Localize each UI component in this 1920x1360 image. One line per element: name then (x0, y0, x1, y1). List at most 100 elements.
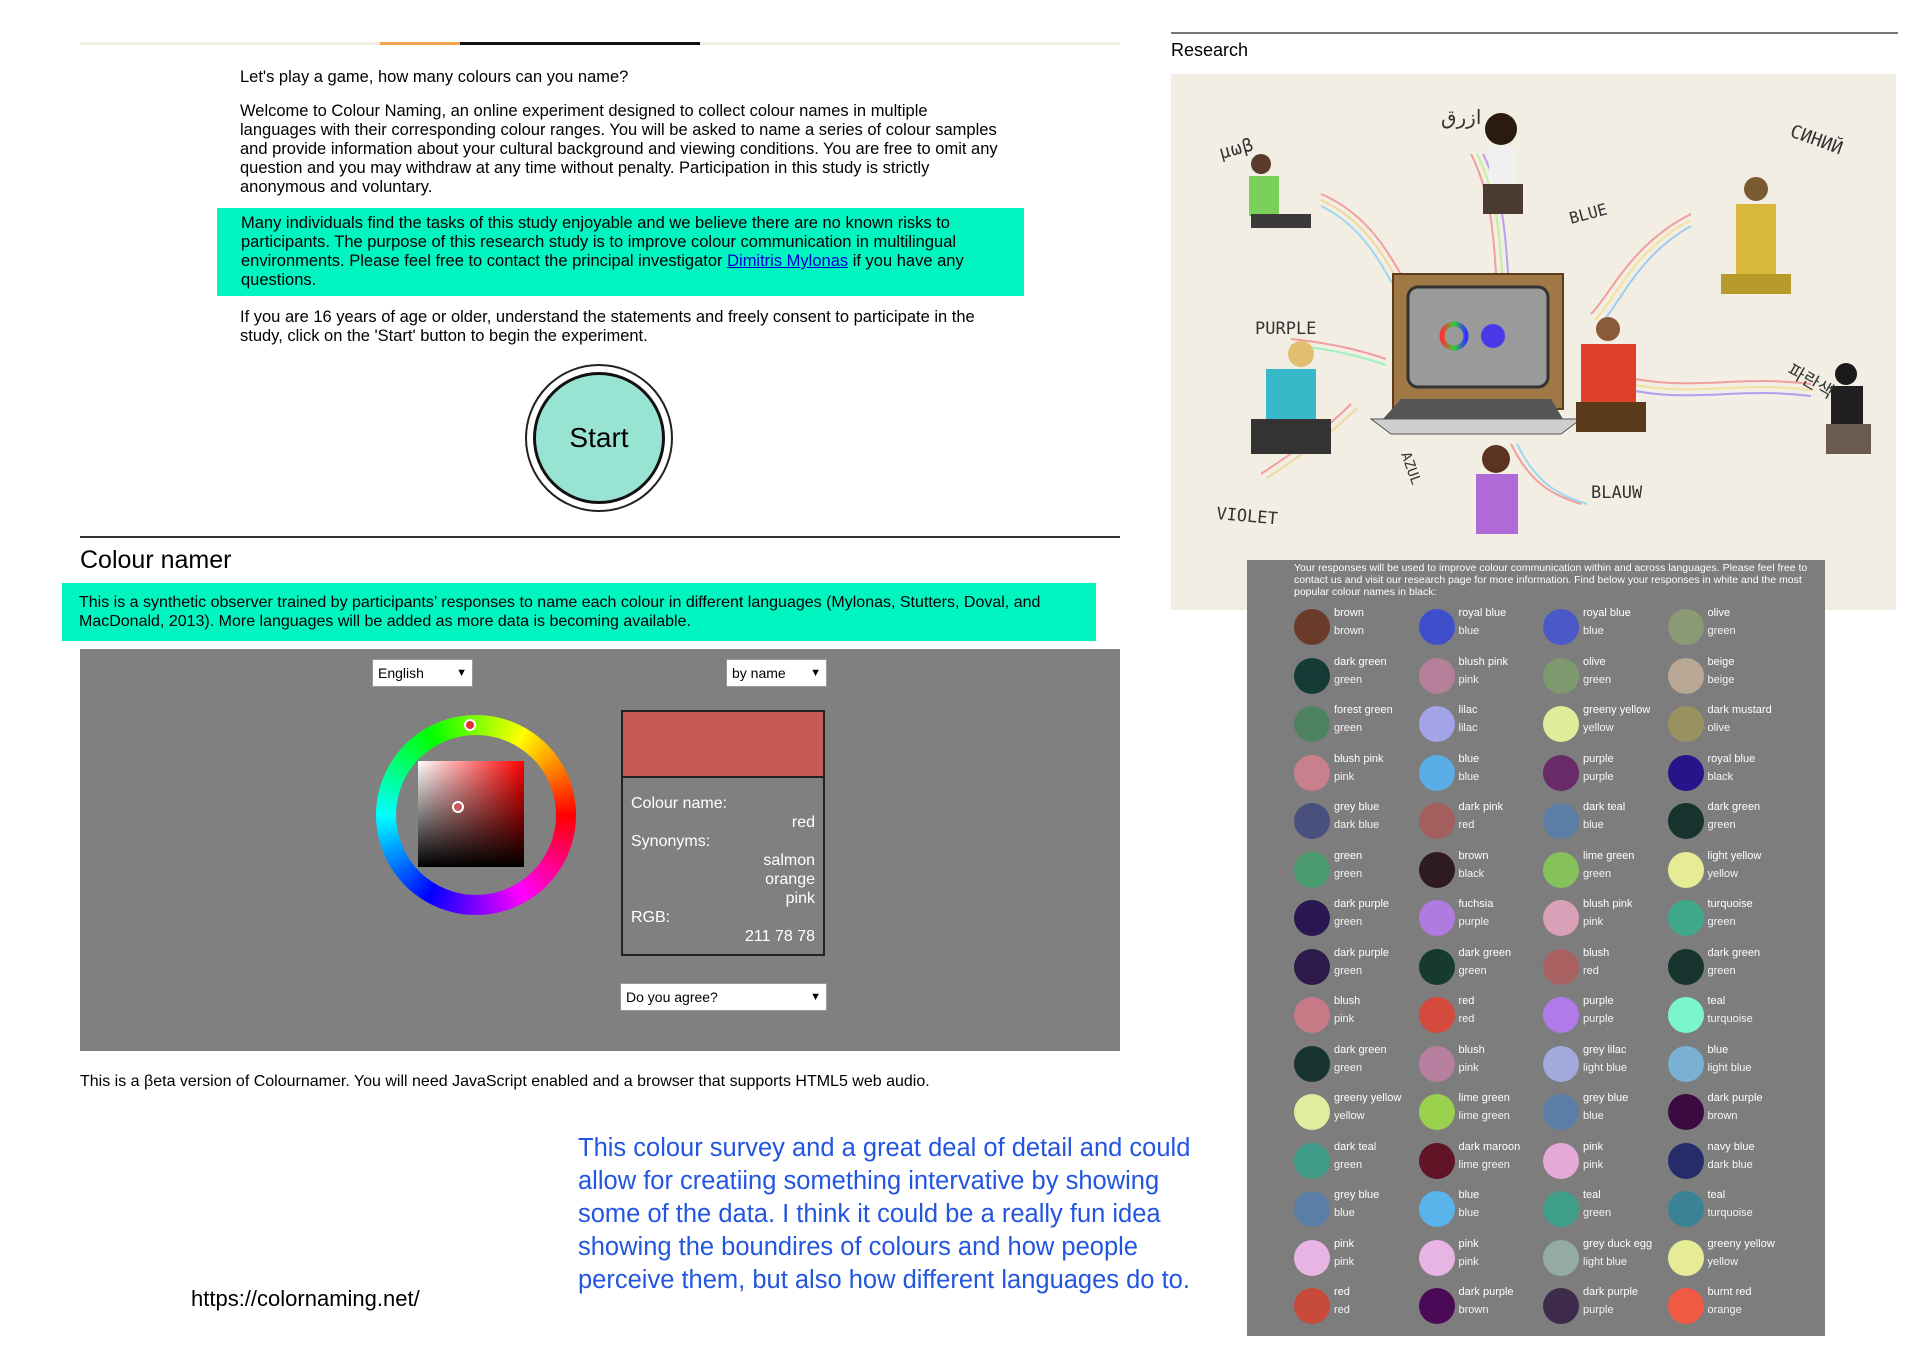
colour-dot (1294, 1094, 1330, 1130)
colour-dot (1294, 609, 1330, 645)
colour-dot (1418, 1239, 1455, 1276)
colour-dot (1667, 997, 1704, 1033)
illustration-graphic: μωβ ازرق СИНИЙ BLUE PURPLE 파란색 AZUL BLAU… (1216, 105, 1871, 534)
colour-dot (1667, 1045, 1704, 1082)
popular-name: dark blue (1334, 819, 1380, 831)
response-name: greeny yellow (1334, 1092, 1402, 1104)
hue-handle[interactable] (464, 719, 476, 731)
colour-dot (1294, 1142, 1330, 1179)
colour-dot (1418, 1191, 1455, 1227)
response-name: dark pink (1458, 801, 1504, 813)
response-name: dark purple (1707, 1092, 1763, 1104)
investigator-link[interactable]: Dimitris Mylonas (727, 252, 849, 270)
colour-dot (1418, 948, 1455, 985)
popular-name: olive (1707, 722, 1731, 734)
response-name: dark teal (1583, 801, 1626, 813)
response-name: teal (1583, 1189, 1601, 1201)
word-violet: VIOLET (1216, 504, 1279, 529)
popular-name: turquoise (1707, 1207, 1753, 1219)
colour-dot (1667, 1191, 1704, 1227)
popular-name: brown (1458, 1304, 1489, 1316)
research-title: Research (1171, 40, 1249, 60)
colour-dot (1667, 1288, 1704, 1324)
popular-name: red (1583, 964, 1599, 977)
language-select[interactable]: English ▼ (372, 659, 473, 687)
response-name: olive (1707, 607, 1731, 619)
word-purple: PURPLE (1255, 319, 1316, 339)
people-figures (1249, 113, 1871, 534)
response-name: dark teal (1334, 1140, 1377, 1153)
synonym-item: salmon (763, 852, 815, 869)
colour-result-box: Colour name: red Synonyms: salmon orange… (621, 710, 825, 956)
response-name: lime green (1583, 849, 1635, 862)
colour-name-label: Colour name: (631, 795, 728, 812)
colour-dot (1667, 1142, 1704, 1179)
colour-dot (1418, 1288, 1455, 1324)
chevron-down-icon: ▼ (456, 667, 467, 679)
saturation-value-picker[interactable] (418, 761, 524, 867)
section-divider (80, 536, 1120, 538)
response-swatch: olive green (1667, 603, 1792, 647)
synonyms-label: Synonyms: (631, 833, 711, 850)
colour-dot (1294, 657, 1330, 694)
popular-name: light blue (1583, 1061, 1628, 1074)
intro-highlight-text: Many individuals find the tasks of this … (241, 214, 957, 270)
popular-name: light blue (1707, 1061, 1752, 1074)
response-name: dark purple (1458, 1286, 1514, 1298)
popular-name: black (1707, 770, 1734, 783)
colour-info: Colour name: red Synonyms: salmon orange… (623, 778, 823, 946)
colour-dot (1294, 851, 1330, 888)
colour-dot (1667, 803, 1704, 839)
colour-dot (1418, 1094, 1455, 1130)
intro-highlight-end: if you have any questions. (241, 252, 964, 289)
popular-name: green (1707, 916, 1736, 928)
response-name: grey blue (1334, 1189, 1380, 1201)
colour-dot (1418, 609, 1455, 645)
popular-name: green (1583, 673, 1612, 686)
colour-dot (1418, 851, 1455, 888)
colour-dot (1294, 900, 1330, 936)
popular-name: green (1334, 964, 1363, 977)
response-name: blush pink (1458, 655, 1509, 668)
colour-picker-handle[interactable] (452, 801, 464, 813)
popular-name: pink (1583, 916, 1604, 928)
agree-select[interactable]: Do you agree? ▼ (620, 983, 827, 1011)
colour-dot (1543, 1191, 1579, 1227)
popular-name: green (1707, 625, 1736, 637)
sort-select[interactable]: by name ▼ (726, 659, 827, 687)
response-swatch: grey blue blue (1294, 1185, 1418, 1229)
language-select-value: English (378, 665, 424, 681)
colour-dot (1418, 754, 1455, 791)
colour-dot (1294, 1045, 1330, 1082)
site-url: https://colornaming.net/ (191, 1286, 420, 1311)
handwritten-comment: This colour survey and a great deal of d… (578, 1134, 1191, 1294)
start-button[interactable]: Start (533, 372, 665, 504)
colour-dot (1418, 997, 1455, 1033)
beta-note: This is a βeta version of Colournamer. Y… (80, 1073, 930, 1090)
popular-name: pink (1334, 1013, 1355, 1025)
response-name: dark green (1458, 946, 1512, 959)
response-name: blue (1458, 1189, 1480, 1201)
popular-name: red (1458, 1013, 1475, 1025)
response-name: blush (1583, 946, 1610, 959)
response-name: pink (1458, 1237, 1479, 1250)
responses-panel: Your responses will be used to improve c… (1247, 560, 1825, 1336)
rgb-value: 211 78 78 (745, 928, 815, 945)
popular-name: blue (1334, 1207, 1355, 1219)
